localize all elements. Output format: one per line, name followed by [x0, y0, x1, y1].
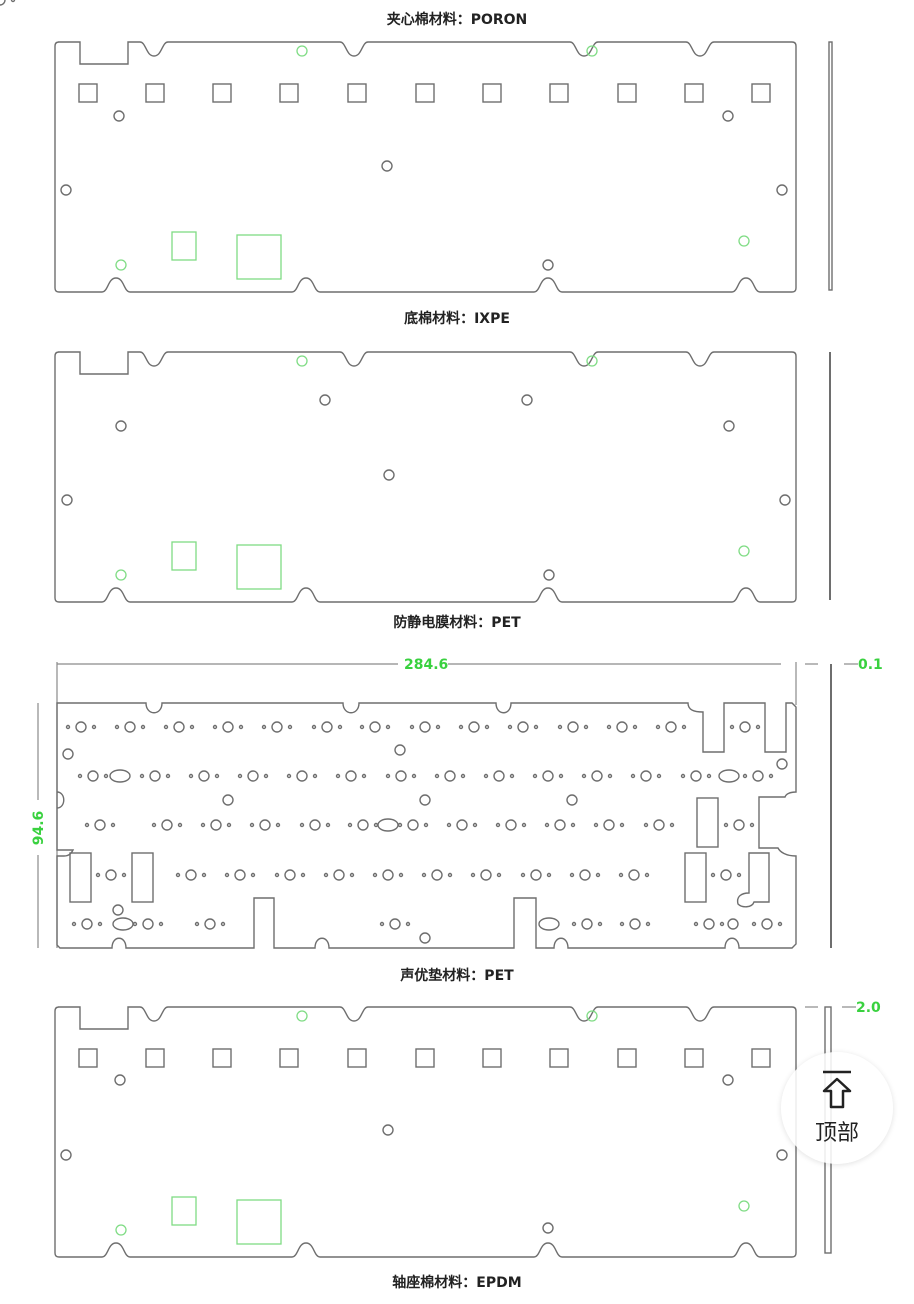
plate-epdm — [54, 1006, 856, 1258]
caption-acoustic-pet: 声优垫材料：PET — [400, 968, 514, 984]
thickness-dimension: 2.0 — [856, 1000, 881, 1016]
plate-pet: 284.6 0.1 94.6 — [0, 0, 883, 949]
caption-ixpe: 底棉材料：IXPE — [404, 311, 510, 327]
plate-poron — [54, 41, 833, 293]
caption-poron: 夹心棉材料：PORON — [386, 12, 528, 28]
switch-holes — [0, 0, 783, 930]
back-to-top-label: 顶部 — [814, 1121, 859, 1146]
plate-ixpe — [54, 351, 831, 603]
arrow-up-to-top-icon — [822, 1070, 852, 1109]
svg-text:0.1: 0.1 — [858, 657, 883, 673]
svg-text:94.6: 94.6 — [31, 811, 47, 846]
back-to-top-button[interactable]: 顶部 — [781, 1052, 893, 1164]
caption-antistatic-pet: 防静电膜材料：PET — [393, 615, 521, 631]
width-dimension: 284.6 — [404, 657, 448, 673]
caption-epdm: 轴座棉材料：EPDM — [392, 1275, 522, 1291]
